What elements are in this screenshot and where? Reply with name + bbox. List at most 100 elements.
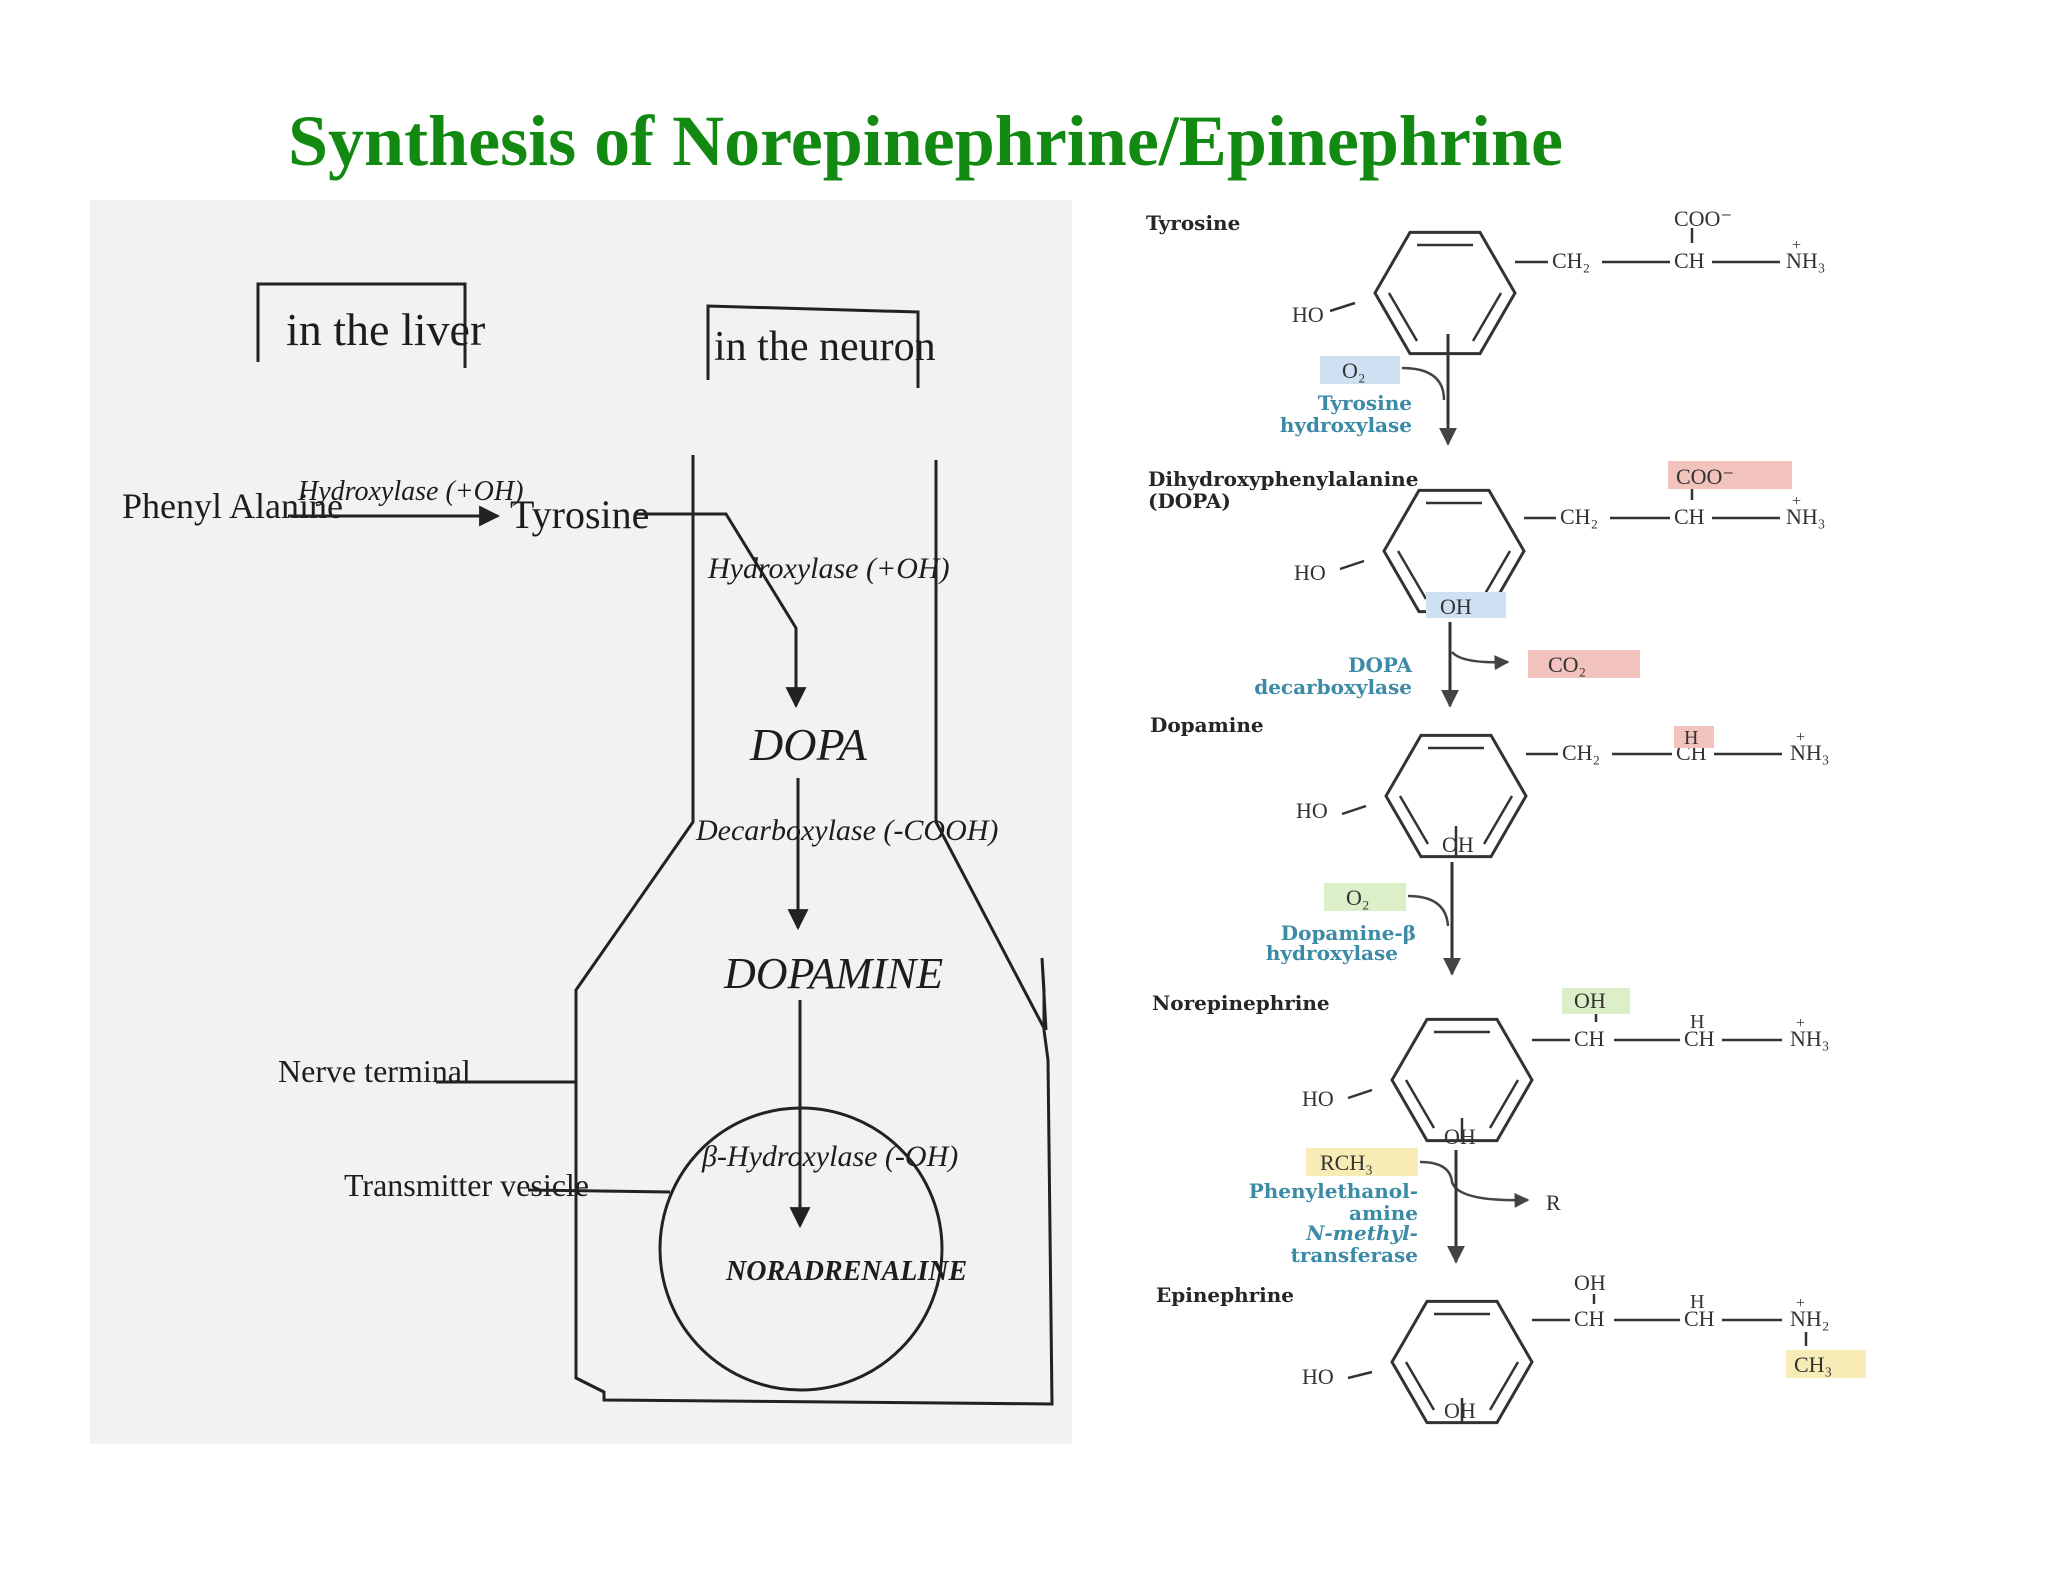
svg-text:decarboxylase: decarboxylase — [1254, 675, 1412, 699]
svg-text:CH: CH — [1674, 504, 1705, 529]
dopa-structure: Dihydroxyphenylalanine (DOPA) HO OH CH₂ … — [1148, 461, 1825, 619]
svg-text:amine: amine — [1349, 1201, 1418, 1225]
svg-text:CH: CH — [1684, 1306, 1715, 1331]
svg-text:(DOPA): (DOPA) — [1148, 489, 1231, 513]
o2-highlight-2 — [1324, 883, 1406, 911]
decarboxylase-label-left: Decarboxylase (-COOH) — [695, 814, 998, 847]
step-dopa-decarboxylase: CO₂ DOPA decarboxylase — [1254, 622, 1640, 708]
dopamine-label-left: DOPAMINE — [723, 949, 943, 998]
svg-text:Epinephrine: Epinephrine — [1156, 1283, 1294, 1307]
svg-text:transferase: transferase — [1291, 1243, 1418, 1267]
coo-highlight — [1668, 461, 1792, 489]
svg-text:CO₂: CO₂ — [1548, 652, 1586, 677]
svg-text:NH₃: NH₃ — [1786, 504, 1825, 529]
step-dopamine-beta-hydroxylase: O₂ Dopamine-β hydroxylase — [1266, 862, 1461, 976]
right-structure-panel — [1072, 200, 1972, 1444]
svg-text:Dihydroxyphenylalanine: Dihydroxyphenylalanine — [1148, 467, 1418, 491]
svg-text:RCH₃: RCH₃ — [1320, 1150, 1373, 1175]
svg-text:H: H — [1684, 727, 1698, 749]
svg-text:CH: CH — [1674, 248, 1705, 273]
neuron-diagram: in the liver in the neuron Phenyl Alanin… — [122, 282, 1054, 1406]
tyrosine-to-dopa-arrow — [634, 512, 807, 709]
step-pnmt: RCH₃ R Phenylethanol- amine N-methyl- tr… — [1249, 1148, 1561, 1267]
structure-pathway: Tyrosine HO CH₂ CH COO⁻ NH₃ + O₂ Tyrosin… — [1146, 206, 1866, 1425]
tyrosine-name: Tyrosine — [1146, 211, 1240, 235]
liver-label: in the liver — [286, 304, 485, 355]
step-tyrosine-hydroxylase: O₂ Tyrosine hydroxylase — [1280, 334, 1457, 446]
svg-text:OH: OH — [1574, 988, 1606, 1013]
svg-text:COO⁻: COO⁻ — [1674, 206, 1732, 231]
svg-text:NH₃: NH₃ — [1786, 248, 1825, 273]
svg-text:hydroxylase: hydroxylase — [1280, 413, 1412, 437]
rch3-highlight — [1306, 1148, 1418, 1176]
epinephrine-structure: Epinephrine HO OH CH OH CH H NH₂ + CH₃ — [1156, 1270, 1866, 1425]
h-highlight — [1674, 726, 1714, 748]
transmitter-vesicle-pointer — [527, 1188, 671, 1194]
oh-highlight-2 — [1562, 988, 1630, 1014]
left-scan-panel — [90, 200, 1072, 1444]
svg-text:O₂: O₂ — [1346, 885, 1370, 910]
svg-text:+: + — [1792, 493, 1801, 510]
svg-text:NH₂: NH₂ — [1790, 1306, 1829, 1331]
svg-text:OH: OH — [1444, 1124, 1476, 1149]
svg-text:OH: OH — [1574, 1270, 1606, 1295]
svg-text:CH₃: CH₃ — [1794, 1352, 1832, 1377]
svg-text:HO: HO — [1302, 1086, 1334, 1111]
neuron-label: in the neuron — [714, 324, 936, 370]
svg-text:OH: OH — [1440, 594, 1472, 619]
liver-label-box — [256, 282, 467, 368]
svg-text:CH: CH — [1684, 1026, 1715, 1051]
svg-text:DOPA: DOPA — [1348, 653, 1412, 677]
dopa-label-left: DOPA — [749, 719, 868, 770]
ch3-highlight — [1786, 1350, 1866, 1378]
svg-text:+: + — [1796, 1015, 1805, 1032]
svg-text:HO: HO — [1292, 302, 1324, 327]
svg-text:CH₂: CH₂ — [1562, 740, 1600, 765]
transmitter-vesicle-label: Transmitter vesicle — [344, 1167, 589, 1203]
nerve-terminal-label: Nerve terminal — [278, 1053, 471, 1089]
svg-text:H: H — [1690, 1011, 1704, 1033]
svg-text:hydroxylase: hydroxylase — [1266, 941, 1398, 965]
svg-text:H: H — [1690, 1291, 1704, 1313]
svg-text:NH₃: NH₃ — [1790, 740, 1829, 765]
tyrosine-label-left: Tyrosine — [510, 492, 649, 537]
svg-text:+: + — [1796, 1295, 1805, 1312]
svg-text:R: R — [1546, 1190, 1561, 1215]
svg-text:HO: HO — [1296, 798, 1328, 823]
liver-hydroxylase-label: Hydroxylase (+OH) — [297, 476, 523, 507]
svg-text:CH: CH — [1574, 1306, 1605, 1331]
dopamine-structure: Dopamine HO OH CH₂ CH H NH₃ + — [1150, 713, 1829, 859]
svg-text:O₂: O₂ — [1342, 358, 1366, 383]
benzene-ring — [1373, 230, 1517, 356]
neuron-outline — [574, 455, 1054, 1406]
svg-text:OH: OH — [1442, 832, 1474, 857]
svg-text:COO⁻: COO⁻ — [1676, 464, 1734, 489]
o2-highlight — [1320, 356, 1400, 384]
svg-text:HO: HO — [1302, 1364, 1334, 1389]
svg-text:NH₃: NH₃ — [1790, 1026, 1829, 1051]
svg-text:N-methyl-: N-methyl- — [1305, 1221, 1418, 1245]
svg-text:+: + — [1792, 237, 1801, 254]
tyrosine-structure: Tyrosine HO CH₂ CH COO⁻ NH₃ + — [1146, 206, 1825, 356]
svg-text:CH₂: CH₂ — [1560, 504, 1598, 529]
phenylalanine-label: Phenyl Alanine — [122, 486, 343, 526]
neuron-label-box — [706, 304, 920, 388]
svg-text:OH: OH — [1444, 1398, 1476, 1423]
svg-text:Phenylethanol-: Phenylethanol- — [1249, 1179, 1418, 1203]
page-title: Synthesis of Norepinephrine/Epinephrine — [288, 101, 1563, 181]
svg-text:Dopamine-β: Dopamine-β — [1281, 921, 1416, 945]
oh-highlight — [1426, 592, 1506, 618]
neuron-hydroxylase-label: Hydroxylase (+OH) — [707, 552, 950, 585]
norepinephrine-structure: Norepinephrine HO OH CH OH CH H NH₃ + — [1152, 988, 1829, 1149]
svg-text:HO: HO — [1294, 560, 1326, 585]
svg-text:Tyrosine: Tyrosine — [1318, 391, 1412, 415]
co2-highlight — [1528, 650, 1640, 678]
svg-text:CH₂: CH₂ — [1552, 248, 1590, 273]
noradrenaline-label: NORADRENALINE — [725, 1256, 967, 1287]
svg-text:Norepinephrine: Norepinephrine — [1152, 991, 1330, 1015]
beta-hydroxylase-label-left: β-Hydroxylase (-OH) — [701, 1140, 958, 1173]
svg-text:+: + — [1796, 729, 1805, 746]
svg-text:Dopamine: Dopamine — [1150, 713, 1264, 737]
svg-text:CH: CH — [1574, 1026, 1605, 1051]
